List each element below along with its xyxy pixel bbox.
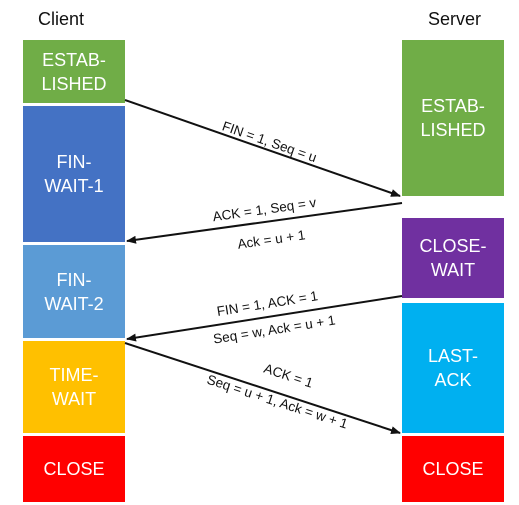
ack-arrow xyxy=(126,202,403,244)
server-state-close-wait: CLOSE- WAIT xyxy=(402,218,504,298)
client-state-fin-wait-2: FIN- WAIT-2 xyxy=(23,245,125,338)
server-fin-label: FIN = 1, ACK = 1 xyxy=(216,288,319,319)
server-state-established: ESTAB- LISHED xyxy=(402,40,504,196)
final-ack-arrow xyxy=(124,342,401,435)
server-fin-arrow xyxy=(126,295,403,342)
ack-sub-label: Ack = u + 1 xyxy=(237,227,307,251)
server-state-last-ack: LAST- ACK xyxy=(402,303,504,433)
final-ack-sub-label: Seq = u + 1, Ack = w + 1 xyxy=(205,372,350,432)
client-state-time-wait: TIME- WAIT xyxy=(23,341,125,433)
server-header: Server xyxy=(428,9,482,29)
server-fin-sub-label: Seq = w, Ack = u + 1 xyxy=(212,312,336,346)
ack-label: ACK = 1, Seq = v xyxy=(212,195,318,224)
fin-arrow xyxy=(124,99,401,197)
server-state-close: CLOSE xyxy=(402,436,504,502)
client-header: Client xyxy=(38,9,85,29)
final-ack-label: ACK = 1 xyxy=(262,361,315,391)
client-state-close: CLOSE xyxy=(23,436,125,502)
client-state-established: ESTAB- LISHED xyxy=(23,40,125,103)
client-state-fin-wait-1: FIN- WAIT-1 xyxy=(23,106,125,242)
fin-label: FIN = 1, Seq = u xyxy=(220,118,318,165)
